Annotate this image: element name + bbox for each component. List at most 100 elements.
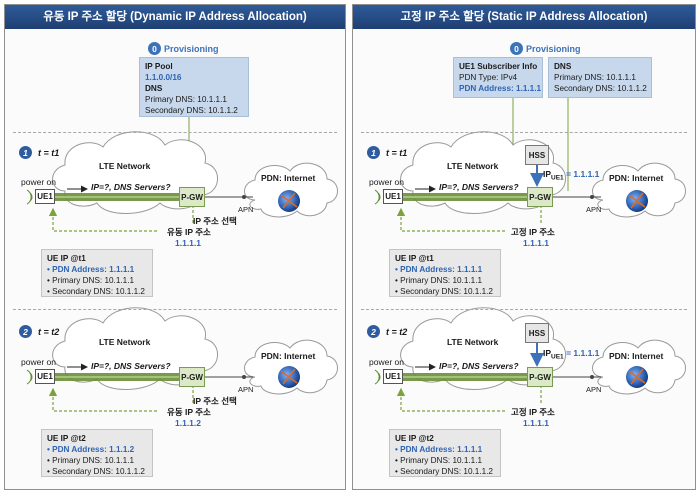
pdn-address: • PDN Address: 1.1.1.2: [47, 445, 135, 454]
ue-ip-heading: UE IP @t1: [47, 254, 86, 263]
pdn-address: • PDN Address: 1.1.1.1: [47, 265, 135, 274]
lte-cloud-1: [52, 131, 218, 214]
lte-network-label: LTE Network: [99, 161, 151, 171]
secondary-dns: • Secondary DNS: 10.1.1.2: [395, 467, 493, 476]
internet-cloud-2: [244, 339, 338, 395]
ue-ip-heading: UE IP @t2: [395, 434, 434, 443]
secondary-dns: • Secondary DNS: 10.1.1.2: [47, 287, 145, 296]
ip-pool-box: IP Pool 1.1.0.0/16 DNS Primary DNS: 10.1…: [139, 57, 249, 117]
primary-dns: • Primary DNS: 10.1.1.1: [395, 456, 483, 465]
right-diagram-graphics: [374, 98, 686, 412]
lte-cloud-2: [52, 307, 218, 390]
dynamic-ip-label: 유동 IP 주소: [167, 227, 211, 237]
pdn-internet-label: PDN: Internet: [261, 173, 316, 183]
step-number-badge: 0: [148, 42, 161, 55]
step-number-badge: 0: [510, 42, 523, 55]
address-return-path: [53, 205, 194, 232]
static-ip-label: 고정 IP 주소: [511, 407, 555, 417]
apn-label: APN: [586, 385, 602, 394]
dns-heading: DNS: [554, 62, 572, 71]
ip-assignment-label: IPUE1 = 1.1.1.1: [543, 169, 600, 182]
ue-ip-heading: UE IP @t2: [47, 434, 86, 443]
pdn-internet-label: PDN: Internet: [609, 173, 664, 183]
ue-ip-info-box: UE IP @t1 • PDN Address: 1.1.1.1 • Prima…: [41, 249, 153, 297]
ip-pool-range: 1.1.0.0/16: [145, 73, 182, 82]
address-return-path: [401, 205, 542, 232]
request-label: IP=?, DNS Servers?: [439, 182, 519, 192]
internet-cloud-1: [244, 162, 338, 218]
primary-dns: • Primary DNS: 10.1.1.1: [395, 276, 483, 285]
power-on-label: power on: [369, 357, 404, 367]
power-on-label: power on: [21, 177, 56, 187]
section-divider: [361, 132, 687, 133]
left-diagram-graphics: [26, 117, 338, 412]
panel-title: 유동 IP 주소 할당 (Dynamic IP Address Allocati…: [5, 5, 345, 29]
dynamic-ip-label: 유동 IP 주소: [167, 407, 211, 417]
primary-dns: Primary DNS: 10.1.1.1: [145, 95, 227, 104]
static-allocation-panel: 고정 IP 주소 할당 (Static IP Address Allocatio…: [352, 4, 696, 490]
ip-select-label: IP 주소 선택: [193, 396, 237, 406]
subscriber-heading: UE1 Subscriber Info: [459, 62, 538, 71]
internet-cloud-1: [592, 162, 686, 218]
antenna-icon-2: [374, 369, 381, 385]
lte-cloud-1: [400, 131, 566, 214]
ue-ip-info-box: UE IP @t2 • PDN Address: 1.1.1.2 • Prima…: [41, 429, 153, 477]
power-on-label: power on: [21, 357, 56, 367]
secondary-dns: • Secondary DNS: 10.1.1.2: [395, 287, 493, 296]
pgw-node: P-GW: [527, 367, 553, 387]
secondary-dns: Secondary DNS: 10.1.1.2: [145, 106, 238, 115]
secondary-dns: • Secondary DNS: 10.1.1.2: [47, 467, 145, 476]
lte-network-label: LTE Network: [447, 161, 499, 171]
pdn-internet-label: PDN: Internet: [261, 351, 316, 361]
subscriber-info-box: UE1 Subscriber Info PDN Type: IPv4 PDN A…: [453, 57, 543, 98]
provisioning-heading: 0 Provisioning: [510, 42, 581, 55]
step-number-badge: 2: [367, 325, 380, 338]
time-label: t = t2: [38, 326, 60, 337]
internet-cloud-2: [592, 339, 686, 395]
static-ip-label: 고정 IP 주소: [511, 227, 555, 237]
ip-select-label: IP 주소 선택: [193, 216, 237, 226]
lte-network-label: LTE Network: [447, 337, 499, 347]
ue1-device: UE1: [383, 189, 403, 204]
request-label: IP=?, DNS Servers?: [439, 361, 519, 371]
assigned-ip-value: 1.1.1.1: [523, 418, 549, 428]
panel-title: 고정 IP 주소 할당 (Static IP Address Allocatio…: [353, 5, 695, 29]
primary-dns: • Primary DNS: 10.1.1.1: [47, 456, 135, 465]
dns-box: DNS Primary DNS: 10.1.1.1 Secondary DNS:…: [548, 57, 652, 98]
ue1-device: UE1: [35, 189, 55, 204]
ip-assignment-label: IPUE1 = 1.1.1.1: [543, 348, 600, 361]
address-return-path: [53, 385, 194, 412]
apn-label: APN: [238, 385, 254, 394]
apn-label: APN: [238, 205, 254, 214]
antenna-icon-2: [26, 369, 33, 385]
provisioning-label: Provisioning: [526, 43, 581, 54]
ue1-device: UE1: [35, 369, 55, 384]
ue-ip-info-box: UE IP @t2 • PDN Address: 1.1.1.1 • Prima…: [389, 429, 501, 477]
lte-cloud-2: [400, 307, 566, 390]
step-1-label: 1 t = t1: [367, 146, 407, 159]
step-1-label: 1 t = t1: [19, 146, 59, 159]
pdn-internet-label: PDN: Internet: [609, 351, 664, 361]
ue-ip-info-box: UE IP @t1 • PDN Address: 1.1.1.1 • Prima…: [389, 249, 501, 297]
assigned-ip-value: 1.1.1.2: [175, 418, 201, 428]
dynamic-allocation-panel: 유동 IP 주소 할당 (Dynamic IP Address Allocati…: [4, 4, 346, 490]
request-label: IP=?, DNS Servers?: [91, 182, 171, 192]
step-number-badge: 1: [19, 146, 32, 159]
time-label: t = t2: [386, 326, 408, 337]
assigned-ip-value: 1.1.1.1: [523, 238, 549, 248]
time-label: t = t1: [38, 147, 60, 158]
apn-label: APN: [586, 205, 602, 214]
pdn-address: • PDN Address: 1.1.1.1: [395, 445, 483, 454]
request-label: IP=?, DNS Servers?: [91, 361, 171, 371]
assigned-ip-value: 1.1.1.1: [175, 238, 201, 248]
address-return-path: [401, 385, 542, 412]
section-divider: [13, 132, 337, 133]
step-number-badge: 1: [367, 146, 380, 159]
antenna-icon-1: [374, 189, 381, 205]
section-divider: [13, 309, 337, 310]
primary-dns: Primary DNS: 10.1.1.1: [554, 73, 636, 82]
pdn-type: PDN Type: IPv4: [459, 73, 518, 82]
pdn-address: • PDN Address: 1.1.1.1: [395, 265, 483, 274]
secondary-dns: Secondary DNS: 10.1.1.2: [554, 84, 647, 93]
dns-heading: DNS: [145, 84, 163, 93]
